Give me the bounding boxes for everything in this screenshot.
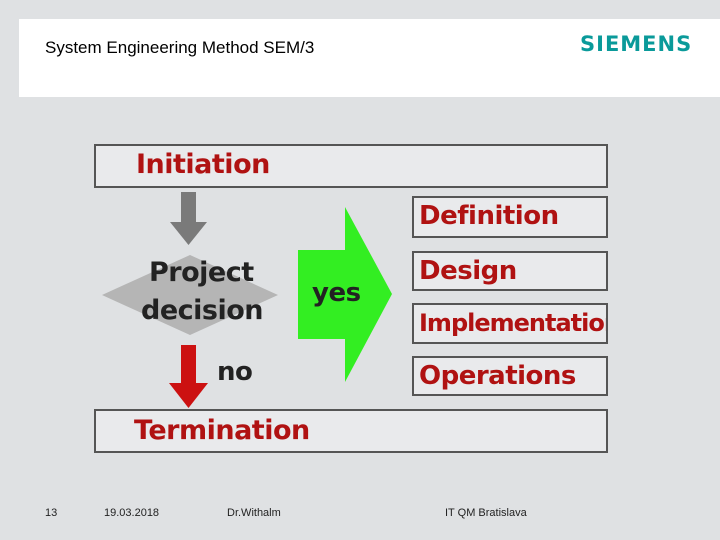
footer-date: 19.03.2018 xyxy=(104,507,160,519)
decision-label-line1: Project xyxy=(149,257,254,288)
phase-box-operations: Operations xyxy=(412,356,608,396)
header-bar xyxy=(19,19,720,97)
down-arrow-red-icon xyxy=(169,345,208,408)
footer-author: Dr.Withalm xyxy=(227,507,281,519)
termination-label: Termination xyxy=(134,415,310,446)
footer-department: IT QM Bratislava xyxy=(445,507,527,519)
decision-label-line2: decision xyxy=(141,295,264,326)
initiation-box: Initiation xyxy=(94,144,608,188)
footer-page-number: 13 xyxy=(45,507,58,519)
down-arrow-gray-icon xyxy=(170,192,207,245)
slide-title: System Engineering Method SEM/3 xyxy=(45,38,315,57)
yes-arrow-icon xyxy=(298,207,392,382)
decision-diamond-icon xyxy=(102,255,278,335)
siemens-logo: SIEMENS xyxy=(580,32,693,56)
phase-label-design: Design xyxy=(419,256,517,286)
phase-label-operations: Operations xyxy=(419,361,576,391)
phase-label-implementation: Implementation xyxy=(419,309,608,337)
phase-label-definition: Definition xyxy=(419,201,559,231)
phase-box-definition: Definition xyxy=(412,196,608,238)
initiation-label: Initiation xyxy=(136,149,270,180)
termination-box: Termination xyxy=(94,409,608,453)
phase-box-design: Design xyxy=(412,251,608,291)
no-label: no xyxy=(217,357,253,387)
phase-box-implementation: Implementation xyxy=(412,303,608,344)
yes-label: yes xyxy=(312,278,361,308)
